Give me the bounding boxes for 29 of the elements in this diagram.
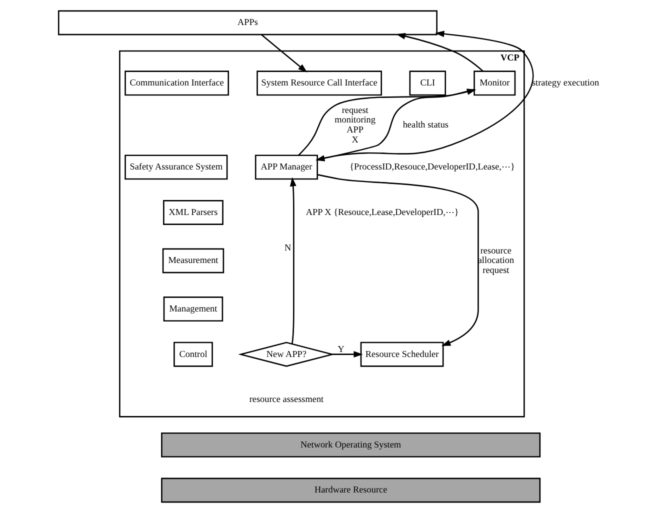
node-box: Communication Interface	[124, 70, 230, 96]
node-box: APP Manager	[254, 154, 318, 180]
node-box: APPs	[58, 10, 438, 36]
arrow	[290, 177, 296, 344]
node-box: Control	[174, 342, 213, 367]
node-box: Hardware Resource	[161, 478, 541, 503]
node-box: XML Parsers	[163, 200, 224, 225]
node-box: Network Operating System	[161, 432, 541, 458]
edge-label: Y	[338, 344, 344, 354]
edge-label: request monitoring APP X	[334, 104, 376, 144]
node-box: Safety Assurance System	[124, 154, 228, 180]
arrow	[260, 34, 308, 73]
node-box: CLI	[409, 70, 446, 96]
node-box: Management	[163, 296, 224, 322]
arrow	[332, 351, 363, 358]
arrow	[317, 174, 479, 346]
node-box: System Resource Call Interface	[256, 70, 382, 96]
node-diamond: New APP?	[240, 342, 333, 367]
arrow	[317, 30, 534, 160]
arrow	[396, 33, 484, 72]
edge-label: N	[284, 242, 292, 253]
edge-label: health status	[402, 120, 449, 130]
node-box: Measurement	[162, 248, 224, 274]
node-box: Resource Scheduler	[360, 342, 444, 367]
arrow	[298, 88, 476, 156]
label: resource assessment	[249, 394, 324, 404]
label: APP X {Resouce,Lease,DeveloperID,⋯}	[306, 206, 459, 217]
node-box: Monitor	[474, 70, 516, 96]
label: {ProcessID,Resouce,DeveloperID,Lease,⋯}	[350, 162, 515, 172]
